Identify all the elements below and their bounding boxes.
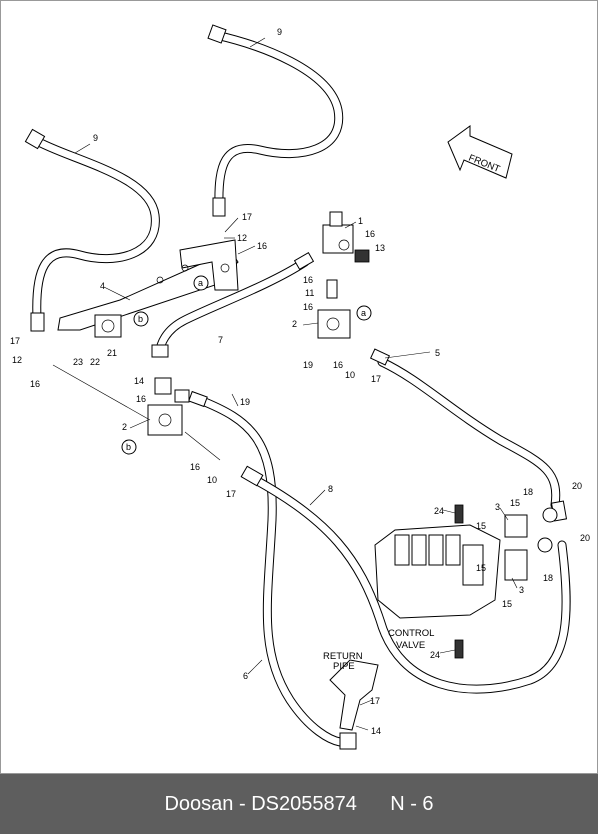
callout: 24 <box>434 506 444 516</box>
hose-9-upper <box>211 30 344 210</box>
callout: 17 <box>371 374 381 384</box>
callout: 16 <box>333 360 343 370</box>
return-pipe <box>329 659 379 731</box>
return-pipe-label-1: RETURN <box>323 651 363 662</box>
footer-brand: Doosan <box>164 793 234 815</box>
hose-5 <box>377 357 561 510</box>
callout: 18 <box>523 487 533 497</box>
callout: 16 <box>257 241 267 251</box>
callout: 21 <box>107 348 117 358</box>
callout: 13 <box>375 243 385 253</box>
callout: 16 <box>190 462 200 472</box>
return-pipe-label-2: PIPE <box>333 661 355 672</box>
svg-text:a: a <box>198 278 203 288</box>
ref-marker-b-1: b <box>133 311 149 327</box>
callout: 5 <box>435 348 440 358</box>
callout: 17 <box>226 489 236 499</box>
control-valve-assembly <box>374 504 558 659</box>
callout: 10 <box>207 475 217 485</box>
callout: 3 <box>495 502 500 512</box>
page-footer: Doosan - DS2055874 N - 6 <box>0 774 598 834</box>
callout: 14 <box>134 376 144 386</box>
valve-block-lower <box>147 377 190 436</box>
hydraulic-parts-diagram: FRONT CONTROL VALVE RETURN PIPE a b a b … <box>0 0 598 774</box>
callout: 17 <box>242 212 252 222</box>
svg-text:b: b <box>126 442 131 452</box>
ref-marker-a-2: a <box>356 305 372 321</box>
callout: 15 <box>476 563 486 573</box>
callout: 2 <box>122 422 127 432</box>
callout: 2 <box>292 319 297 329</box>
control-valve-label-1: CONTROL <box>388 628 434 639</box>
callouts: 1 2 2 3 3 4 5 6 7 8 9 9 10 10 11 12 12 1… <box>10 27 590 736</box>
footer-page-ref: N - 6 <box>390 793 434 815</box>
ref-marker-a-1: a <box>193 275 209 291</box>
callout: 15 <box>502 599 512 609</box>
valve-block-upper <box>317 211 370 339</box>
callout: 16 <box>136 394 146 404</box>
callout: 18 <box>543 573 553 583</box>
callout: 20 <box>572 481 582 491</box>
hose-fittings <box>24 24 568 750</box>
ref-marker-b-2: b <box>121 439 137 455</box>
svg-text:a: a <box>361 308 366 318</box>
callout: 20 <box>580 533 590 543</box>
footer-part-number: DS2055874 <box>251 793 357 815</box>
leader-lines <box>52 37 518 731</box>
callout: 8 <box>328 484 333 494</box>
callout: 9 <box>277 27 282 37</box>
callout: 10 <box>345 370 355 380</box>
callout: 17 <box>10 336 20 346</box>
callout: 12 <box>237 233 247 243</box>
callout: 4 <box>100 281 105 291</box>
footer-separator: - <box>238 793 246 815</box>
mounting-bracket <box>57 239 239 338</box>
callout: 16 <box>303 302 313 312</box>
callout: 16 <box>303 275 313 285</box>
callout: 22 <box>90 357 100 367</box>
callout: 19 <box>240 397 250 407</box>
callout: 3 <box>519 585 524 595</box>
callout: 1 <box>358 216 363 226</box>
control-valve-label-2: VALVE <box>396 640 425 651</box>
callout: 7 <box>218 335 223 345</box>
callout: 23 <box>73 357 83 367</box>
callout: 19 <box>303 360 313 370</box>
callout: 17 <box>370 696 380 706</box>
svg-text:b: b <box>138 314 143 324</box>
callout: 12 <box>12 355 22 365</box>
callout: 16 <box>365 229 375 239</box>
callout: 24 <box>430 650 440 660</box>
front-direction-arrow: FRONT <box>447 125 513 179</box>
callout: 15 <box>476 521 486 531</box>
callout: 11 <box>305 288 314 298</box>
callout: 14 <box>371 726 381 736</box>
callout: 16 <box>30 379 40 389</box>
callout: 9 <box>93 133 98 143</box>
callout: 15 <box>510 498 520 508</box>
callout: 6 <box>243 671 248 681</box>
